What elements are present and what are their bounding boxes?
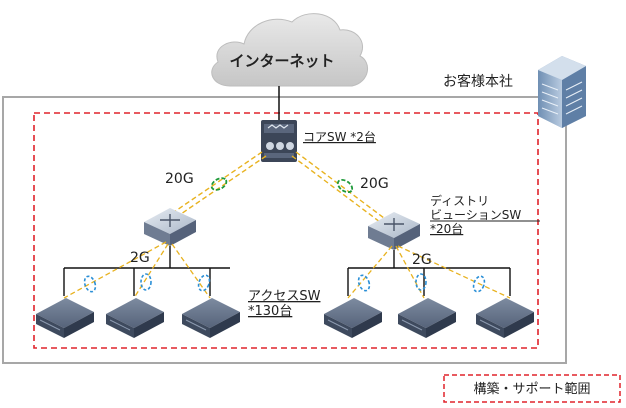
dist-label-line1: ディストリ [430,193,489,208]
core-dist-links [173,151,385,223]
access-switch-icon [324,298,382,338]
support-scope-boundary [33,112,539,349]
cloud-label: インターネット [229,52,334,70]
link-ring-right [336,178,354,194]
link-label-2g-right: 2G [412,252,432,268]
dist-label-line2: ビューションSW [430,208,521,222]
access-switch-icon [182,298,240,338]
access-switch-icon [106,298,164,338]
distribution-switch-icon [368,212,420,250]
core-label: コアSW *2台 [303,129,376,144]
access-switch-icon [398,298,456,338]
building-icon [538,56,586,128]
dist-access-links [63,241,511,299]
hq-boundary [2,96,567,364]
distribution-switch-icon [144,208,196,246]
legend-label: 構築・サポート範囲 [473,382,590,397]
link-ring-left [210,177,228,191]
dist-label-line3: *20台 [430,221,463,236]
access-label-line1: アクセスSW [248,289,321,304]
link-label-20g-left: 20G [165,171,194,187]
access-bus-left [63,246,230,296]
cloud-icon [211,13,368,87]
access-label-line2: *130台 [248,304,292,319]
access-switch-icon [36,298,94,338]
access-link-rings [83,273,486,293]
legend-box [443,374,621,403]
link-label-2g-left: 2G [130,250,150,266]
hq-label: お客様本社 [443,73,513,90]
access-bus-right [347,250,511,296]
access-switch-icon [476,298,534,338]
link-label-20g-right: 20G [360,176,389,192]
core-switch-icon [261,120,297,162]
